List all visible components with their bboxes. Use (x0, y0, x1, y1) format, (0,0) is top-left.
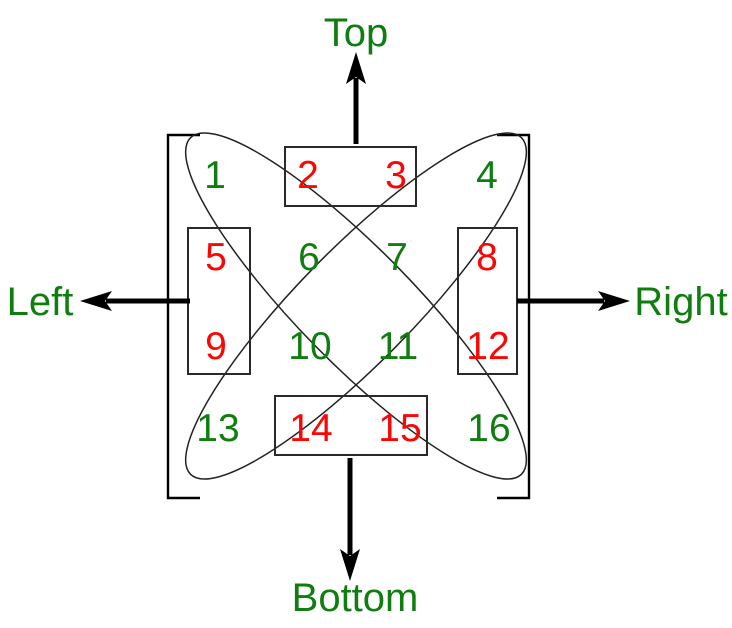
matrix-cell-10: 10 (288, 325, 331, 368)
matrix-cell-4: 4 (476, 154, 498, 197)
matrix-cell-16: 16 (467, 407, 510, 450)
top-group-rect (284, 146, 417, 207)
bottom-label: Bottom (292, 576, 419, 620)
up-arrowhead-icon (346, 52, 366, 84)
down-arrowhead-icon (340, 549, 360, 581)
left-label: Left (7, 280, 74, 324)
matrix-left-bracket (166, 133, 200, 500)
matrix-cell-1: 1 (204, 154, 226, 197)
matrix-cell-7: 7 (386, 236, 408, 279)
right-arrow (517, 291, 630, 311)
matrix-cell-2: 2 (297, 154, 319, 197)
matrix-right-bracket (497, 133, 531, 500)
matrix-cell-12: 12 (466, 325, 509, 368)
matrix-cell-15: 15 (378, 407, 421, 450)
bottom-group-rect (274, 395, 428, 456)
matrix-cell-6: 6 (298, 236, 320, 279)
left-arrow (80, 291, 190, 311)
top-arrow (346, 52, 366, 144)
right-label: Right (634, 280, 727, 324)
right-arrowhead-icon (598, 291, 630, 311)
matrix-cell-13: 13 (196, 407, 239, 450)
main-diagonal-ellipse (184, 132, 528, 480)
matrix-cell-9: 9 (205, 325, 227, 368)
matrix-cell-3: 3 (385, 154, 407, 197)
bottom-arrow (340, 458, 360, 581)
matrix-cell-8: 8 (476, 236, 498, 279)
left-arrowhead-icon (80, 291, 112, 311)
matrix-cell-14: 14 (289, 407, 332, 450)
matrix-cell-5: 5 (205, 236, 227, 279)
top-label: Top (324, 11, 389, 55)
anti-diagonal-ellipse (184, 132, 528, 480)
matrix-cell-11: 11 (378, 325, 419, 368)
